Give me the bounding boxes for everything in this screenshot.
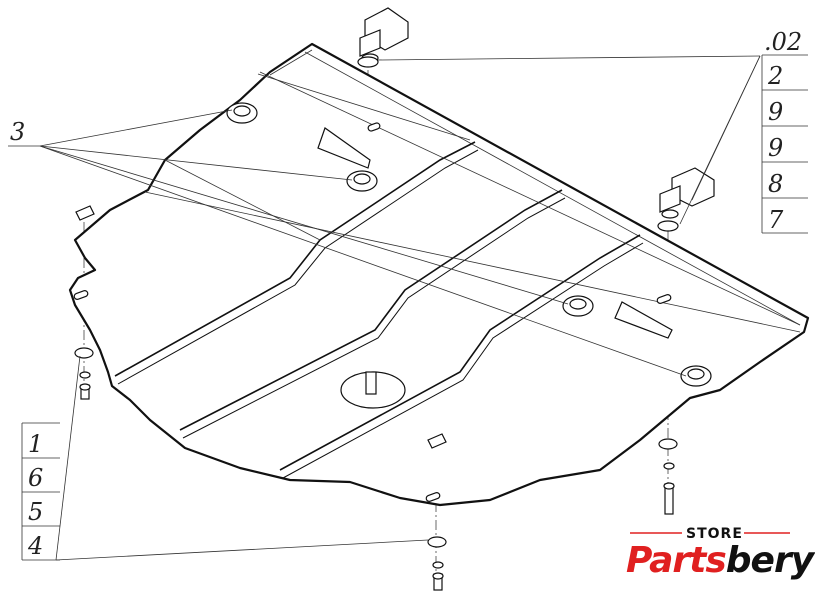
skid-plate-outline — [68, 42, 810, 507]
right-label: 9 — [768, 98, 783, 126]
left-label: 1 — [28, 430, 43, 458]
fastener-stack-left — [74, 347, 94, 400]
left-label: 4 — [27, 532, 43, 560]
grommet-bosses — [226, 102, 712, 387]
surface-lines — [144, 71, 801, 333]
left-label: 6 — [28, 464, 43, 492]
grommet — [226, 102, 258, 124]
drain-bolt — [365, 371, 377, 395]
callout-3-leaders — [8, 109, 687, 377]
triangle-cutout — [614, 301, 673, 339]
right-label: 9 — [768, 134, 783, 162]
logo-store-text: STORE — [686, 526, 743, 542]
right-label-table: .02 2 9 9 8 7 — [761, 28, 808, 234]
grommet — [562, 295, 594, 317]
logo-brand-text: Partsbery — [626, 540, 815, 581]
part-label: .02 — [764, 28, 802, 56]
right-label: 2 — [767, 62, 783, 90]
logo-brand-black: bery — [726, 540, 815, 581]
stiffening-ribs — [114, 141, 644, 479]
fastener-stack-right — [658, 438, 678, 515]
fastener-stack-bottom — [427, 536, 447, 591]
right-label: 7 — [768, 206, 784, 234]
left-label: 5 — [28, 498, 43, 526]
grommet — [680, 365, 712, 387]
left-label-table: 1 6 5 4 — [21, 422, 60, 561]
mounting-bracket — [657, 167, 715, 232]
triangle-cutout — [317, 127, 371, 169]
top-edge-fold — [269, 49, 801, 326]
partsbery-logo: STORE Partsbery — [626, 526, 815, 581]
mounting-bracket — [357, 7, 409, 68]
logo-brand-red: Parts — [626, 540, 726, 581]
callout-label: 3 — [10, 118, 25, 146]
mounting-slots — [73, 122, 672, 502]
right-leader-lines — [377, 55, 761, 225]
clip — [427, 433, 447, 449]
right-label: 8 — [768, 170, 783, 198]
clip — [75, 205, 95, 221]
grommet — [346, 170, 378, 192]
